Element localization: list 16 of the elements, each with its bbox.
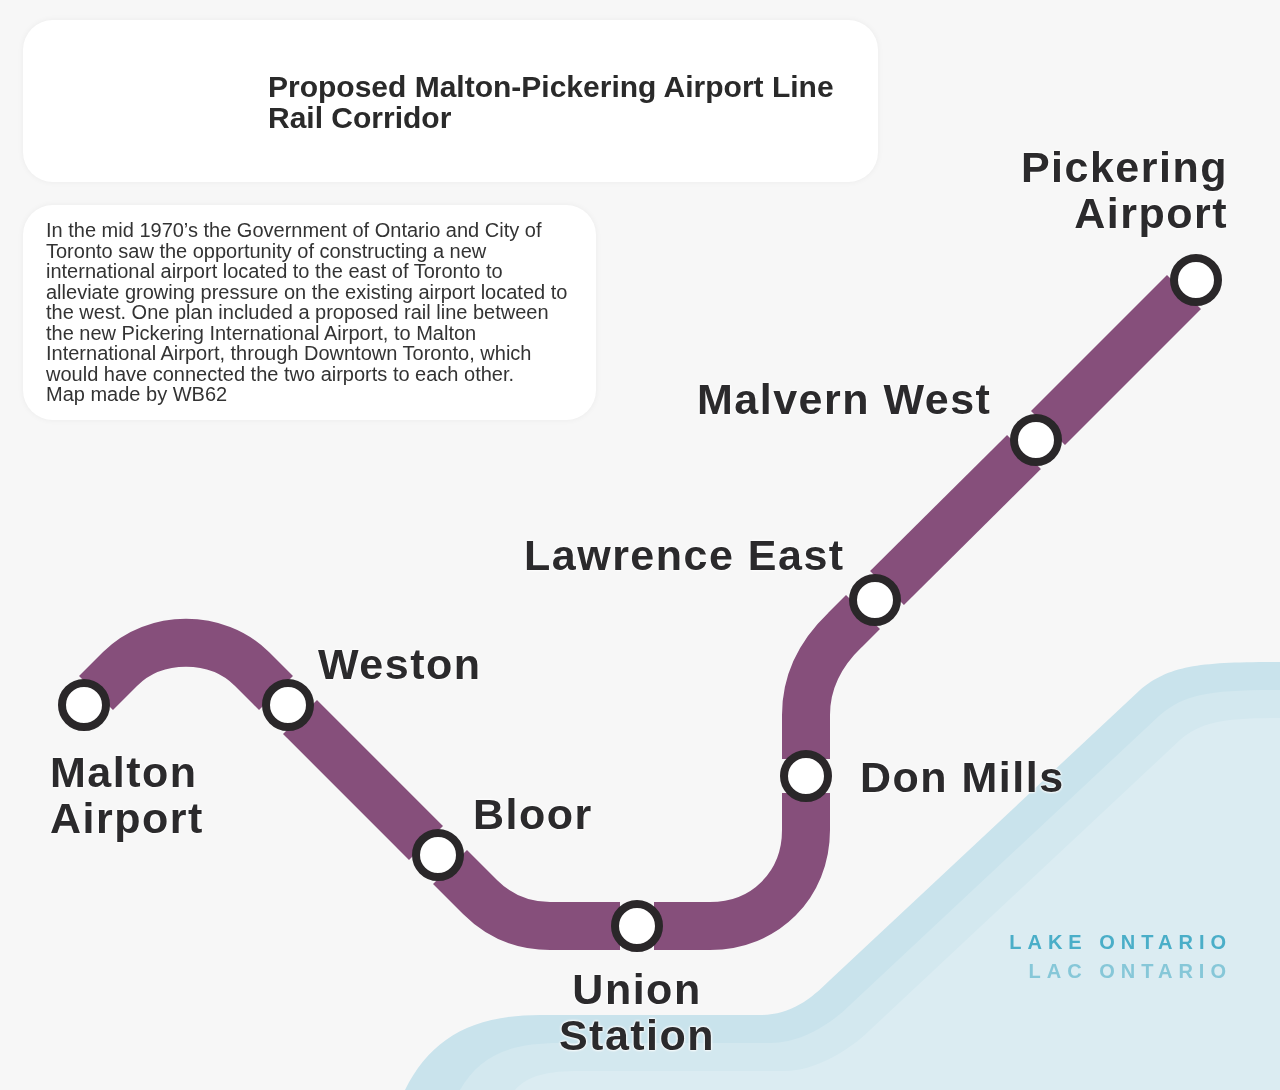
water-label: LAC ONTARIO: [1028, 960, 1232, 982]
credit-text: Map made by WB62: [46, 384, 229, 405]
route-line: [1031, 275, 1201, 445]
station-label: Pickering Airport: [1020, 144, 1228, 236]
description-text: In the mid 1970’s the Government of Ontario and City of Toronto saw the opportunity of constructing a new international airport located to the east of Toronto to alleviate growing pressure on the existing airport located to the west. One plan included a proposed rail line between the new Pickering International Airport, to Malton International Airport, through Downtown Toronto, which would have connected the two airports to each other.: [46, 220, 569, 384]
station-label: Malvern West: [697, 376, 992, 422]
station-label: Malton Airport: [50, 749, 204, 841]
station-label: Lawrence East: [524, 532, 845, 578]
route-line: [283, 700, 443, 860]
station-label: Union Station: [558, 966, 716, 1058]
station-label: Weston: [318, 641, 482, 687]
station-label: Don Mills: [860, 754, 1065, 800]
map-title: Proposed Malton-Pickering Airport Line Rail Corridor: [268, 71, 835, 133]
water-label: LAKE ONTARIO: [1009, 931, 1232, 953]
route-line: [870, 434, 1041, 606]
station-label: Bloor: [473, 791, 593, 837]
